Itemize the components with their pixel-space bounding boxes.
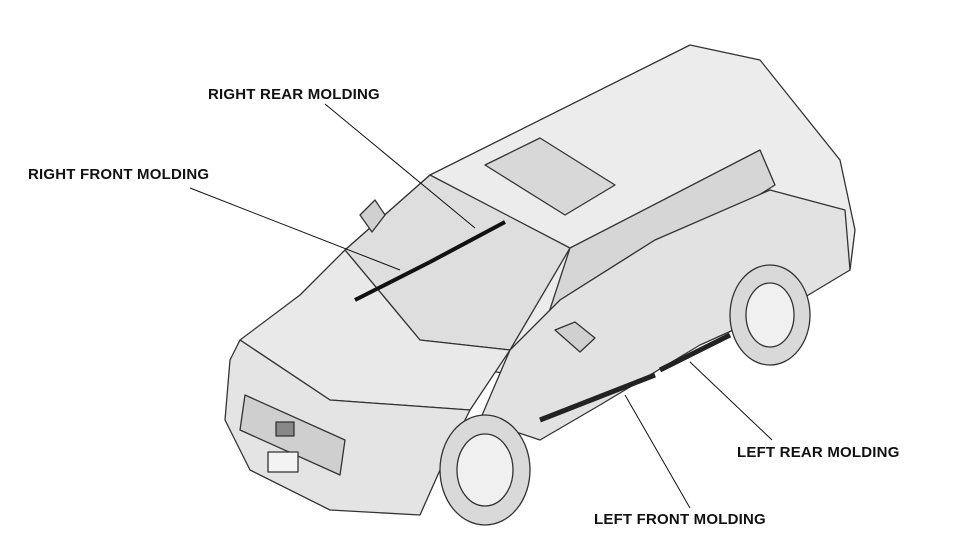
label-left-front-molding: LEFT FRONT MOLDING <box>594 511 766 528</box>
license-plate <box>267 451 299 473</box>
left-front-molding <box>539 372 656 423</box>
left-mirror <box>554 321 596 353</box>
leader-left-front <box>624 394 691 509</box>
side-body <box>479 189 851 441</box>
left-rear-molding <box>658 332 732 373</box>
right-mirror <box>359 199 386 233</box>
emblem <box>275 421 295 437</box>
leader-right-rear <box>324 103 476 229</box>
sunroof <box>484 137 616 216</box>
right-front-molding <box>354 260 431 302</box>
label-right-front-molding: RIGHT FRONT MOLDING <box>28 166 210 183</box>
right-rear-molding <box>429 220 506 264</box>
leader-right-front <box>189 187 401 271</box>
label-right-rear-molding: RIGHT REAR MOLDING <box>208 86 380 103</box>
label-left-rear-molding: LEFT REAR MOLDING <box>737 444 900 461</box>
leader-left-rear <box>689 361 773 441</box>
